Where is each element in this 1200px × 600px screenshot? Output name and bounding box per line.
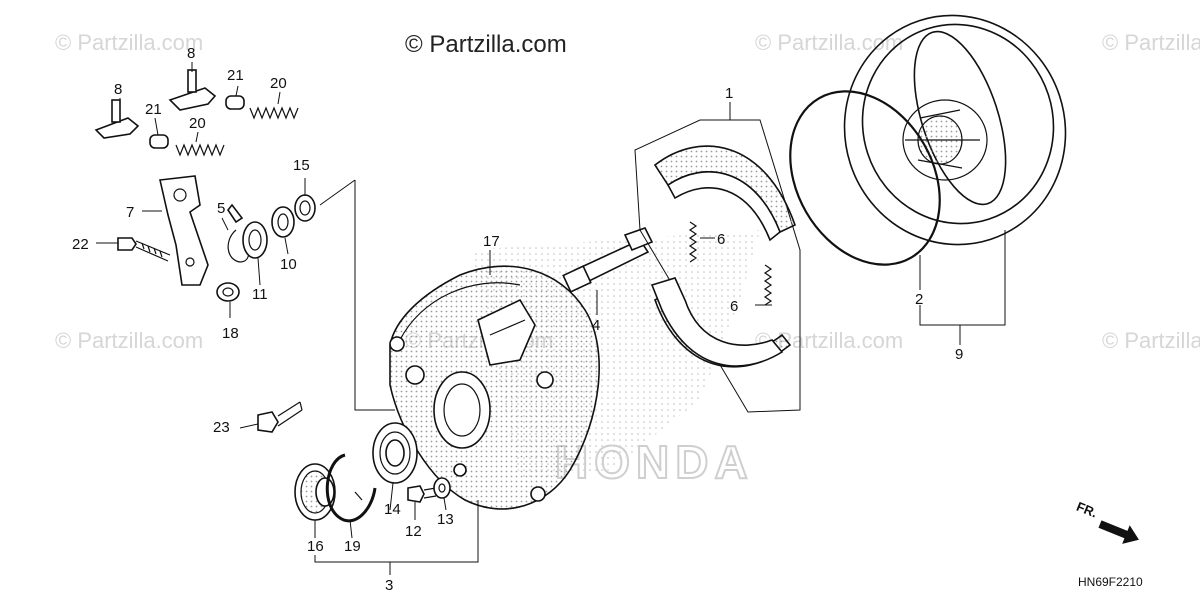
- callout-5: 5: [217, 200, 225, 217]
- callout-14: 14: [384, 501, 401, 518]
- watermark-mid-left: © Partzilla.com: [55, 328, 203, 353]
- brake-cam-lever-assembly: [94, 69, 316, 302]
- callout-19: 19: [344, 538, 361, 555]
- group-bracket-top: [319, 179, 356, 206]
- callout-11: 11: [252, 286, 268, 303]
- callout-labels: 1 2 3 4 5 6 6 7 8 8 9 10 11 12 13 14 15 …: [72, 45, 963, 594]
- front-direction-arrow: FR.: [1074, 499, 1139, 544]
- callout-1: 1: [725, 85, 733, 102]
- callout-12: 12: [405, 523, 422, 540]
- diagram-code: HN69F2210: [1078, 575, 1143, 589]
- leader-lines: [96, 62, 1006, 575]
- callout-18: 18: [222, 325, 239, 342]
- callout-22: 22: [72, 236, 89, 253]
- watermark-main: © Partzilla.com: [405, 31, 567, 58]
- callout-2: 2: [915, 291, 923, 308]
- callout-17: 17: [483, 233, 500, 250]
- o-ring: [789, 90, 941, 266]
- shoe-group-bracket: [634, 119, 801, 413]
- watermark-top-left: © Partzilla.com: [55, 30, 203, 55]
- callout-20-upper: 20: [270, 75, 287, 92]
- callout-16: 16: [307, 538, 324, 555]
- callout-23: 23: [213, 419, 230, 436]
- svg-text:HONDA: HONDA: [555, 436, 754, 488]
- watermark-top-right: © Partzilla.com: [1102, 30, 1200, 55]
- callout-13: 13: [437, 511, 454, 528]
- callout-6-upper: 6: [717, 231, 725, 248]
- callout-3: 3: [385, 577, 393, 594]
- callout-4: 4: [592, 317, 600, 334]
- callout-8-upper: 8: [187, 45, 195, 62]
- bearing-and-seal-stack: [294, 422, 451, 523]
- callout-20-lower: 20: [189, 115, 206, 132]
- bolt-23: [257, 401, 303, 433]
- callout-21-upper: 21: [227, 67, 244, 84]
- callout-7: 7: [126, 204, 134, 221]
- brake-shoes: [650, 145, 796, 368]
- callout-6-lower: 6: [730, 298, 738, 315]
- front-label: FR.: [1074, 499, 1099, 521]
- callout-21-lower: 21: [145, 101, 162, 118]
- watermark-mid-far-right: © Partzilla.com: [1102, 328, 1200, 353]
- callout-8-lower: 8: [114, 81, 122, 98]
- callout-15: 15: [293, 157, 310, 174]
- group-bracket-line: [354, 180, 395, 411]
- brake-drum: [843, 14, 1067, 246]
- brake-panel: [389, 265, 600, 510]
- callout-9: 9: [955, 346, 963, 363]
- watermark-top-mid: © Partzilla.com: [755, 30, 903, 55]
- callout-10: 10: [280, 256, 297, 273]
- brake-cam: [562, 227, 654, 293]
